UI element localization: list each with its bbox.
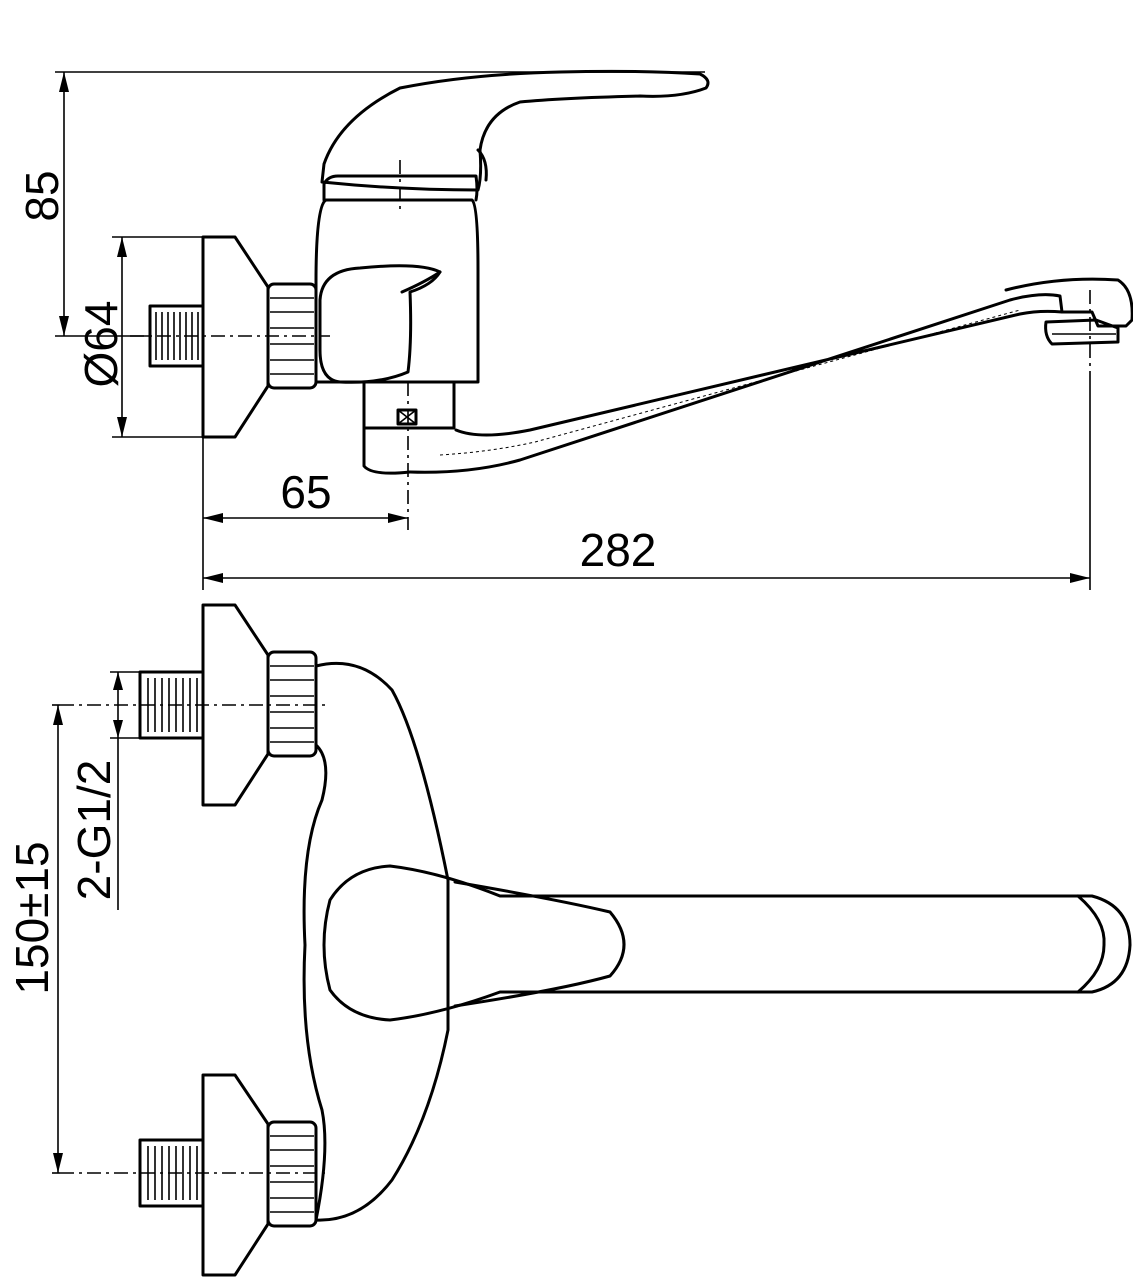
dim-height: 85 bbox=[16, 71, 705, 337]
dim-thread-label: 2-G1/2 bbox=[68, 760, 120, 901]
dim-center-distance-label: 150±15 bbox=[6, 841, 58, 994]
top-valve-body bbox=[302, 661, 450, 1222]
dim-flange-diameter: Ø64 bbox=[75, 236, 203, 438]
side-valve-body bbox=[314, 198, 480, 384]
dim-thread: 2-G1/2 bbox=[68, 671, 140, 910]
dim-flange-diameter-label: Ø64 bbox=[75, 301, 127, 388]
dim-overall-length: 282 bbox=[203, 380, 1091, 590]
top-wall-flange-lower bbox=[201, 1073, 270, 1277]
dim-overall-length-label: 282 bbox=[580, 524, 657, 576]
dim-height-label: 85 bbox=[16, 170, 68, 221]
side-view: 85 Ø64 65 282 bbox=[16, 69, 1133, 590]
side-lever-handle bbox=[320, 69, 710, 192]
top-union-nut-lower bbox=[266, 1120, 318, 1228]
side-spout-end bbox=[1004, 277, 1133, 328]
side-wall-flange bbox=[201, 235, 270, 439]
dim-inlet-to-body-label: 65 bbox=[280, 466, 331, 518]
top-union-nut-upper bbox=[266, 650, 318, 758]
side-spout-swivel bbox=[362, 380, 456, 430]
dim-inlet-to-body: 65 bbox=[202, 437, 408, 590]
side-swivel-screw bbox=[396, 408, 418, 426]
dim-center-distance: 150±15 bbox=[6, 704, 63, 1174]
side-aerator bbox=[1044, 318, 1120, 346]
side-body-boss bbox=[318, 264, 442, 384]
top-lever-and-spout bbox=[322, 864, 1132, 1022]
side-spout-tube bbox=[408, 293, 1064, 474]
top-view: 150±15 2-G1/2 bbox=[6, 603, 1132, 1277]
